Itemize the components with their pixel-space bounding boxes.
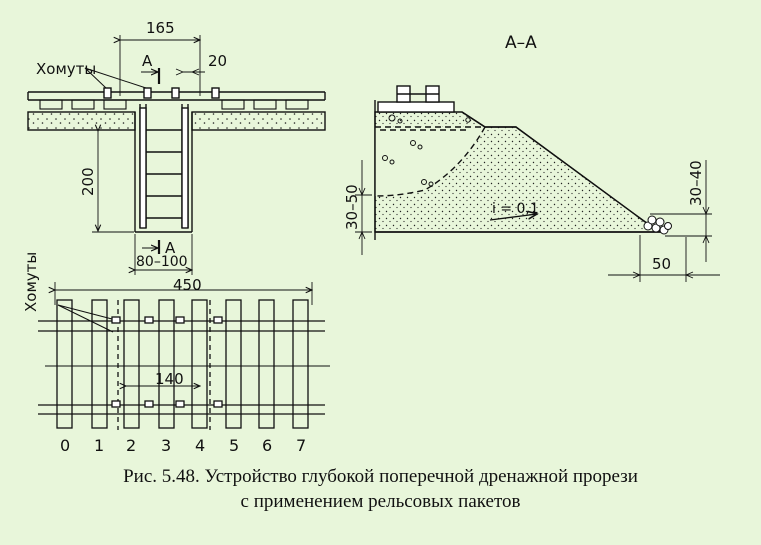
- dim-30-40-label: 30–40: [687, 160, 705, 206]
- drainage-slot-drawing: Хомуты 165 20 A 200 A 80–100: [22, 19, 720, 455]
- sleeper-number: 2: [126, 436, 136, 455]
- top-view: [27, 35, 326, 275]
- sleeper-number: 7: [296, 436, 306, 455]
- plan-sleepers: [56, 299, 309, 429]
- plan-view: [38, 282, 330, 430]
- dim-140-label: 140: [155, 370, 184, 388]
- clamps-label-plan: Хомуты: [22, 252, 40, 312]
- trench: [134, 104, 193, 233]
- figure-caption-line-1: Рис. 5.48. Устройство глубокой поперечно…: [123, 466, 638, 487]
- dim-20-label: 20: [208, 52, 227, 70]
- dim-450-label: 450: [173, 276, 202, 294]
- sleeper-numbers: 0 1 2 3 4 5 6 7: [60, 436, 306, 455]
- sleeper-number: 0: [60, 436, 70, 455]
- sleeper-number: 1: [94, 436, 104, 455]
- dim-165-label: 165: [146, 19, 175, 37]
- section-a-a: [355, 85, 720, 282]
- dim-50-label: 50: [652, 255, 671, 273]
- section-letter-bottom: A: [165, 239, 176, 257]
- section-title: А–А: [505, 33, 537, 53]
- dim-30-50-label: 30–50: [343, 184, 361, 230]
- dim-200-label: 200: [79, 167, 97, 196]
- sleeper-number: 5: [229, 436, 239, 455]
- sleeper-number: 4: [195, 436, 205, 455]
- slope-label: i = 0,1: [492, 201, 539, 217]
- plan-rails: [38, 320, 325, 415]
- sleeper-number: 6: [262, 436, 272, 455]
- sleeper-number: 3: [161, 436, 171, 455]
- dim-80-100-label: 80–100: [136, 254, 188, 270]
- clamps-label-top: Хомуты: [36, 60, 96, 78]
- figure-caption-line-2: с применением рельсовых пакетов: [240, 491, 521, 512]
- section-letter-top: A: [142, 52, 153, 70]
- sleeper-row: [39, 99, 309, 110]
